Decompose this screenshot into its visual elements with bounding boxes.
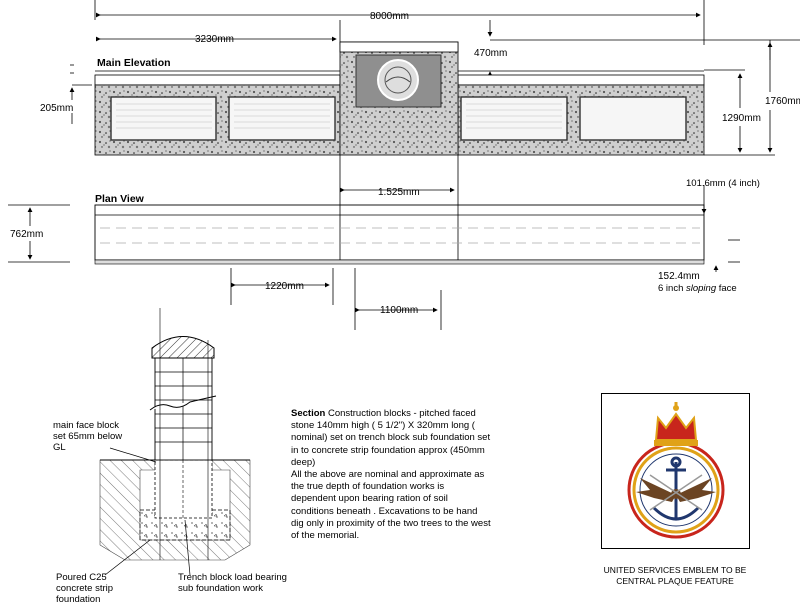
- central-plaque-emblem: [377, 59, 419, 101]
- section-note: Section Construction blocks - pitched fa…: [291, 408, 491, 542]
- plan-view-title: Plan View: [95, 193, 145, 205]
- eagle-icon: [636, 478, 716, 502]
- section-wall: [154, 357, 213, 461]
- section-note-text: Construction blocks - pitched faced ston…: [291, 408, 491, 542]
- dim-center-label: 1.525mm: [378, 187, 420, 198]
- plaque-3: [460, 96, 568, 141]
- dim-152-label: 152.4mm: [658, 271, 700, 282]
- plaque-4: [579, 96, 687, 141]
- dim-left-wall-label: 3230mm: [195, 34, 234, 45]
- section-detail: [99, 308, 251, 576]
- dim-depth-label: 762mm: [10, 229, 43, 240]
- crown-icon: [654, 402, 698, 446]
- dim-101-label: 101.6mm (4 inch): [686, 178, 760, 189]
- united-services-emblem: [627, 402, 725, 539]
- label-face-block: main face block set 65mm below GL: [53, 420, 123, 453]
- trench-block: [154, 459, 213, 519]
- dim-coping-label: 205mm: [40, 103, 73, 114]
- section-coping: [151, 336, 215, 359]
- dim-plinth-label: 1100mm: [380, 305, 418, 316]
- dim-wall-height-label: 1290mm: [722, 113, 761, 124]
- plan-view: Plan View 762mm 101.6mm (4 inch) 152.4mm…: [8, 178, 760, 330]
- emblem-frame: [601, 393, 750, 549]
- dim-panel-label: 1220mm: [265, 281, 304, 292]
- plaque-1: [110, 96, 217, 141]
- dim-overall-height-label: 1760mm: [765, 96, 800, 107]
- main-elevation: 8000mm 3230mm 470mm Main Elevation: [40, 0, 800, 205]
- dim-top-step-label: 470mm: [474, 48, 507, 59]
- plan-outline: [94, 204, 705, 261]
- slope-note: 6 inch sloping face: [658, 283, 737, 294]
- plaque-2: [228, 96, 336, 141]
- main-elevation-title: Main Elevation: [97, 57, 171, 69]
- dim-total-label: 8000mm: [370, 11, 409, 22]
- label-trench-block: Trench block load bearing sub foundation…: [178, 572, 287, 594]
- label-concrete-foundation: Poured C25 concrete strip foundation: [56, 572, 114, 605]
- section-note-heading: Section: [291, 408, 326, 419]
- emblem-caption: UNITED SERVICES EMBLEM TO BE CENTRAL PLA…: [603, 565, 747, 586]
